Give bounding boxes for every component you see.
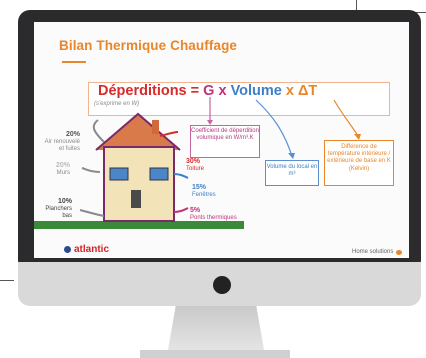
loss-roof-pct: 30% [186, 158, 201, 165]
connector-arrows [207, 97, 361, 159]
volume-box: Volume du local en m³ [265, 160, 319, 186]
title-underline [62, 61, 86, 63]
formula-delta-t: ΔT [297, 83, 318, 99]
home-solutions-icon [396, 249, 403, 255]
loss-floor-label: Planchers bas [45, 206, 72, 219]
loss-windows-pct: 15% [192, 184, 207, 191]
loss-floor-pct: 10% [57, 198, 72, 205]
formula-equals: = [186, 83, 204, 99]
formula-deperditions: Déperditions [98, 83, 187, 99]
loss-roof: 30% Toiture [186, 158, 204, 173]
loss-windows-label: Fenêtres [192, 192, 216, 199]
loss-walls-label: Murs [56, 170, 70, 177]
home-solutions-footer: Home solutions [352, 249, 403, 255]
frame-line-right [356, 0, 357, 12]
monitor-stand-foot [140, 350, 290, 358]
monitor-screen: Bilan Thermique Chauffage Déperditions =… [34, 22, 409, 258]
loss-windows: 15% Fenêtres [192, 184, 216, 199]
atlantic-logo-text: atlantic [74, 244, 110, 255]
coefficient-box: Coefficient de déperdition volumique en … [190, 125, 260, 158]
temperature-difference-box: Différence de température intérieure / e… [324, 140, 394, 186]
loss-walls: 20% Murs [44, 162, 70, 177]
home-solutions-text: Home solutions [352, 249, 394, 255]
house-illustration [34, 112, 244, 229]
loss-thermal-bridges-pct: 5% [190, 207, 201, 214]
slide-title: Bilan Thermique Chauffage [59, 38, 238, 53]
loss-thermal-bridges-label: Ponts thermiques [190, 215, 237, 222]
loss-air: 20% Air renouvelé et fuites [38, 131, 80, 153]
formula: Déperditions = G x Volume x ΔT [98, 83, 317, 99]
loss-walls-pct: 20% [55, 162, 70, 169]
loss-air-label: Air renouvelé et fuites [44, 139, 80, 152]
camera-icon [213, 276, 231, 294]
formula-volume: Volume [230, 83, 282, 99]
atlantic-logo-icon [64, 246, 71, 253]
formula-x2: x [281, 83, 298, 99]
monitor-stand-neck [168, 306, 264, 350]
frame-line-bottom-left [0, 280, 14, 281]
formula-g: G [203, 83, 215, 99]
loss-thermal-bridges: 5% Ponts thermiques [190, 207, 237, 222]
atlantic-logo: atlantic [64, 244, 109, 255]
loss-roof-label: Toiture [186, 166, 205, 173]
formula-x1: x [214, 83, 231, 99]
loss-air-pct: 20% [65, 131, 80, 138]
formula-box [88, 82, 390, 116]
formula-note: (s'exprime en W) [94, 101, 140, 107]
loss-floor: 10% Planchers bas [34, 198, 72, 220]
